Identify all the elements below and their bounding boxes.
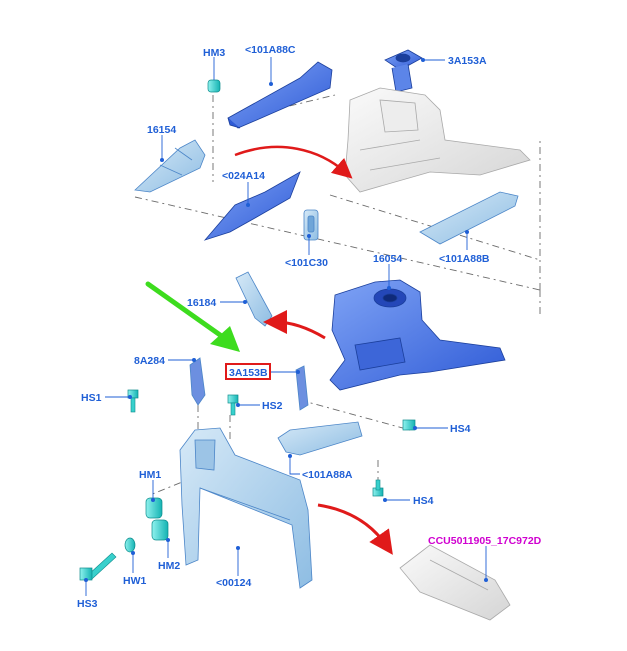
part-101c30[interactable] [303, 209, 319, 241]
fasteners [79, 79, 416, 581]
label-hm1[interactable]: HM1 [139, 469, 161, 481]
callout-labels: HM3 <101A88C 3A153A 16154 <024A14 <101C3… [77, 44, 542, 610]
part-024a14[interactable] [203, 171, 301, 241]
label-hs3[interactable]: HS3 [77, 598, 98, 610]
label-101a88b[interactable]: <101A88B [439, 253, 490, 265]
label-101a88a[interactable]: <101A88A [302, 469, 353, 481]
label-ccu[interactable]: CCU5011905_17C972D [428, 535, 542, 547]
label-024a14[interactable]: <024A14 [222, 170, 265, 182]
part-ccu-gray-bracket [399, 544, 511, 621]
fastener-hs3[interactable] [79, 552, 117, 581]
fastener-hm1[interactable] [145, 497, 163, 519]
fastener-hs4-lower[interactable] [372, 479, 384, 497]
label-hm2[interactable]: HM2 [158, 560, 180, 572]
part-16054[interactable] [329, 279, 506, 391]
part-00124[interactable] [179, 427, 313, 589]
label-16054[interactable]: 16054 [373, 253, 402, 265]
label-hs2[interactable]: HS2 [262, 400, 283, 412]
part-strut-housing-gray [344, 87, 531, 193]
fastener-hs2[interactable] [227, 394, 239, 416]
label-00124[interactable]: <00124 [216, 577, 251, 589]
label-8a284[interactable]: 8A284 [134, 355, 165, 367]
fastener-hw1[interactable] [124, 537, 136, 553]
fastener-hm3[interactable] [207, 79, 221, 93]
part-8a284[interactable] [189, 357, 206, 406]
label-16184[interactable]: 16184 [187, 297, 216, 309]
fastener-hs4-upper[interactable] [402, 419, 416, 431]
part-101a88b[interactable] [419, 191, 519, 245]
part-3a153b[interactable] [295, 365, 309, 411]
label-hw1[interactable]: HW1 [123, 575, 146, 587]
part-101a88a[interactable] [277, 421, 363, 456]
red-box-highlight [225, 363, 271, 380]
label-hs1[interactable]: HS1 [81, 392, 102, 404]
part-3a153a[interactable] [384, 49, 423, 93]
label-101a88c[interactable]: <101A88C [245, 44, 296, 56]
label-hm3[interactable]: HM3 [203, 47, 225, 59]
label-3a153b[interactable]: 3A153B [229, 367, 268, 379]
label-3a153a[interactable]: 3A153A [448, 55, 487, 67]
red-curved-arrow-icon [234, 145, 393, 555]
part-16154[interactable] [134, 139, 206, 193]
part-16184[interactable] [235, 271, 273, 327]
fastener-hs1[interactable] [127, 389, 139, 413]
label-16154[interactable]: 16154 [147, 124, 176, 136]
label-101c30[interactable]: <101C30 [285, 257, 328, 269]
fastener-hm2[interactable] [151, 519, 169, 541]
green-arrow-icon [145, 281, 240, 352]
leader-lines [84, 57, 488, 596]
label-hs4-lower[interactable]: HS4 [413, 495, 434, 507]
label-hs4-upper[interactable]: HS4 [450, 423, 471, 435]
part-101a88c[interactable] [227, 61, 333, 129]
